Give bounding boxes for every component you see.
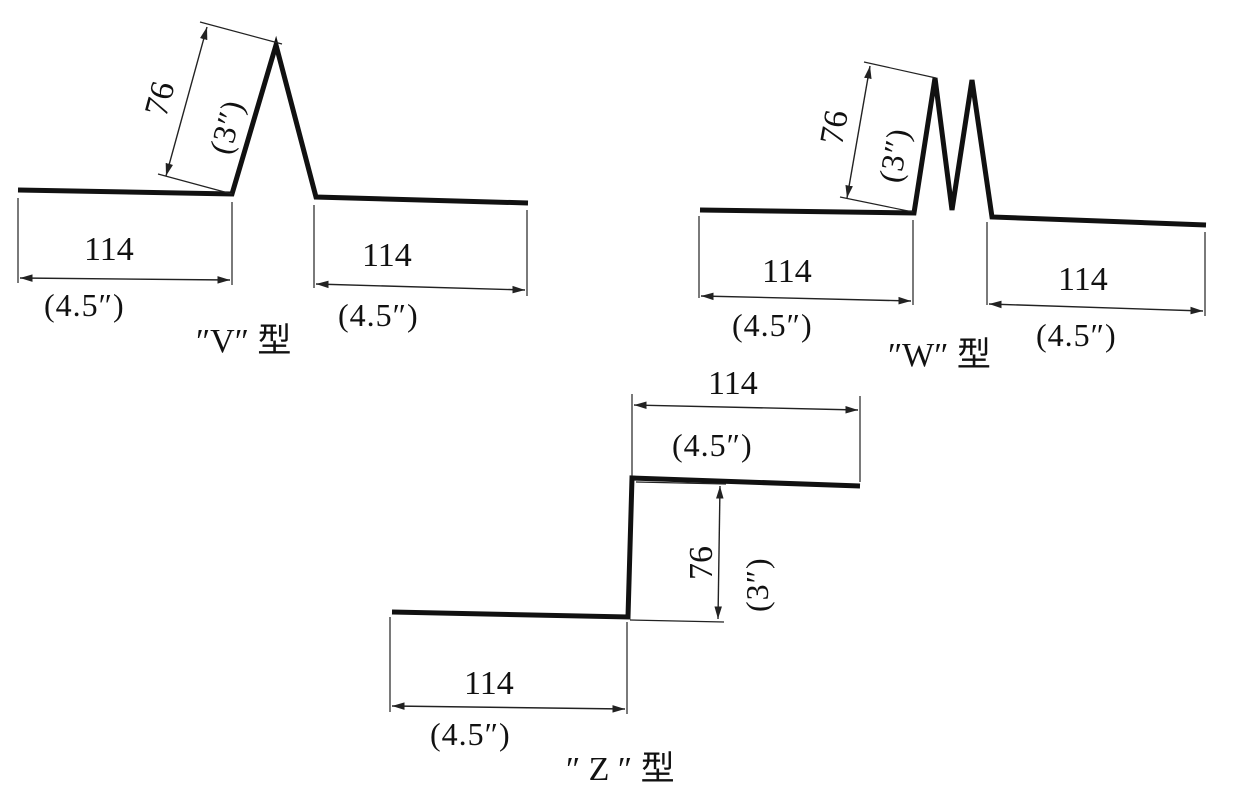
z-top-dim-line (633, 401, 859, 414)
v-caption: ″V″ 型 (196, 323, 291, 360)
w-height-in-label: (3″) (871, 125, 916, 185)
w-left-in-label: (4.5″) (732, 307, 813, 343)
v-height-dim-line (165, 26, 208, 177)
v-left-dim-line (19, 274, 231, 284)
z-height-dim-line (714, 485, 724, 620)
z-height-mm-label: 76 (683, 546, 720, 580)
w-right-dim-line (988, 300, 1204, 315)
z-profile-diagram: 114 (4.5″) 76 (3″) 114 (4.5″) ″ Z ″ 型 (389, 365, 861, 788)
w-profile-line (699, 77, 1207, 228)
w-left-dim-line (700, 292, 912, 305)
v-profile-diagram: 114 (4.5″) 114 (4.5″) 76 (3″) ″V″ 型 (17, 21, 529, 360)
w-height-mm-label: 76 (813, 107, 855, 147)
v-left-mm-label: 114 (84, 231, 134, 268)
w-right-mm-label: 114 (1058, 261, 1108, 298)
v-profile-line (17, 35, 529, 206)
w-left-mm-label: 114 (762, 253, 812, 290)
z-top-in-label: (4.5″) (672, 427, 753, 463)
v-right-in-label: (4.5″) (338, 297, 419, 333)
v-right-mm-label: 114 (362, 237, 412, 274)
z-bottom-in-label: (4.5″) (430, 716, 511, 752)
w-height-ext-bottom (839, 196, 914, 213)
w-height-ext-top (863, 61, 937, 79)
z-caption: ″ Z ″ 型 (566, 751, 675, 788)
w-caption: ″W″ 型 (888, 337, 991, 374)
z-top-mm-label: 114 (708, 365, 758, 402)
v-height-ext-bottom (157, 173, 233, 195)
z-height-in-label: (3″) (739, 557, 775, 612)
v-left-in-label: (4.5″) (44, 287, 125, 323)
v-right-dim-line (315, 280, 526, 294)
v-height-ext-top (199, 21, 283, 45)
z-bottom-mm-label: 114 (464, 665, 514, 702)
w-height-dim-line (845, 65, 872, 199)
w-right-in-label: (4.5″) (1036, 317, 1117, 353)
z-bottom-dim-line (391, 702, 626, 713)
z-profile-line (391, 475, 861, 620)
v-height-mm-label: 76 (138, 78, 183, 120)
w-profile-diagram: 114 (4.5″) 114 (4.5″) 76 (3″) ″W″ 型 (698, 61, 1207, 374)
z-height-ext-top (635, 481, 727, 485)
z-height-ext-bottom (629, 619, 725, 623)
